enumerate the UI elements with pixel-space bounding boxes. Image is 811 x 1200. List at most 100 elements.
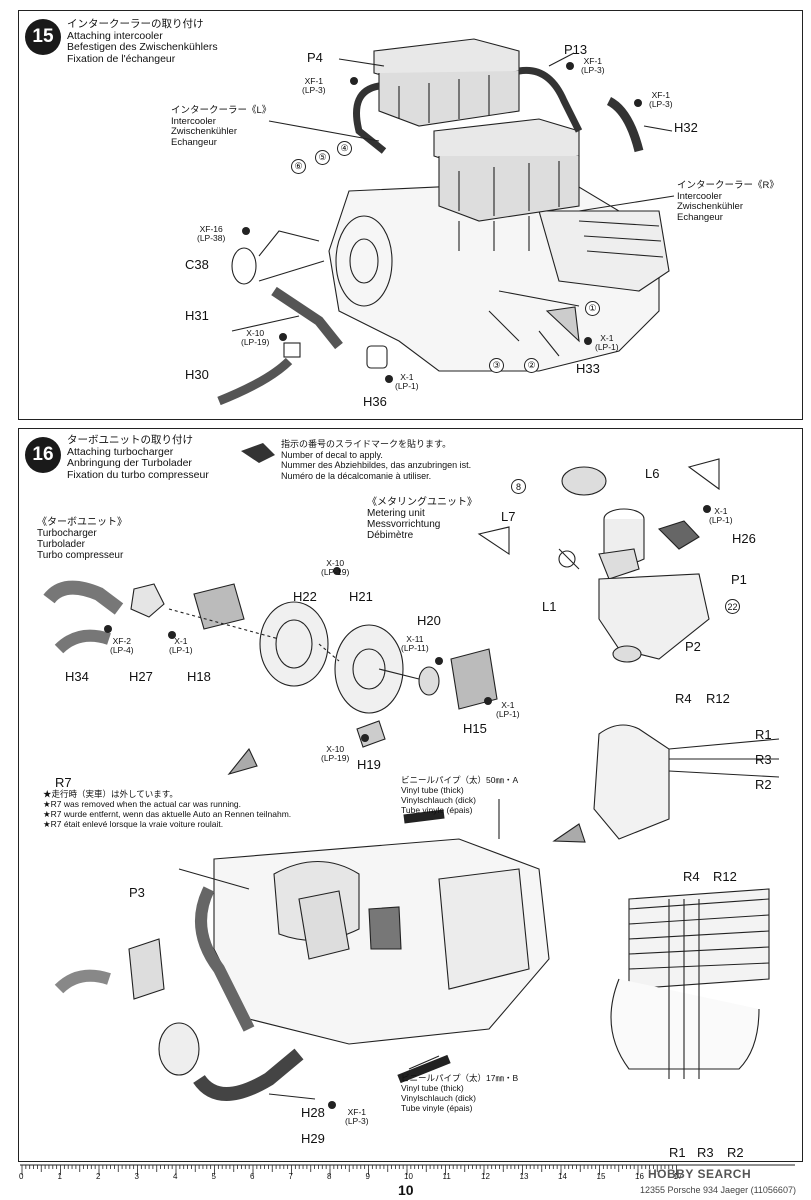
label-xf16-lp38: XF-16(LP-38) bbox=[197, 224, 226, 243]
ruler-tick-label: 5 bbox=[211, 1172, 216, 1181]
vinyl-tube-a-caption: ビニールパイプ（太）50㎜・A Vinyl tube (thick) Vinyl… bbox=[401, 775, 519, 815]
label-h21: H21 bbox=[349, 589, 373, 604]
label-h30: H30 bbox=[185, 367, 209, 382]
ruler-tick-label: 6 bbox=[250, 1172, 255, 1181]
label-l6: L6 bbox=[645, 466, 660, 481]
circled-4: ④ bbox=[337, 141, 352, 156]
label-x1-lp1-e: X-1(LP-1) bbox=[496, 700, 520, 719]
label-h28: H28 bbox=[301, 1105, 325, 1120]
intercooler-l-caption: インタークーラー《L》 Intercooler Zwischenkühler E… bbox=[171, 105, 272, 148]
step-16-title: ターボユニットの取り付け Attaching turbocharger Anbr… bbox=[67, 434, 209, 481]
ruler-tick-label: 15 bbox=[596, 1172, 606, 1181]
decal-slide-icon bbox=[241, 443, 275, 463]
circled-1: ① bbox=[585, 301, 600, 316]
step-15-title-ja: インタークーラーの取り付け bbox=[67, 18, 204, 30]
label-r12-b: R12 bbox=[713, 869, 737, 884]
label-h32: H32 bbox=[674, 120, 698, 135]
label-r4-b: R4 bbox=[683, 869, 700, 884]
decal-8-marker: 8 bbox=[511, 479, 526, 494]
label-p3: P3 bbox=[129, 885, 145, 900]
label-x10-lp19-c: X-10(LP-19) bbox=[321, 744, 350, 763]
label-r12-a: R12 bbox=[706, 691, 730, 706]
label-h29: H29 bbox=[301, 1131, 325, 1146]
decal-note: 指示の番号のスライドマークを貼ります。 Number of decal to a… bbox=[281, 439, 472, 481]
label-x1-lp1-c: X-1(LP-1) bbox=[709, 506, 733, 525]
label-x1-lp1-b: X-1(LP-1) bbox=[595, 333, 619, 352]
label-h18: H18 bbox=[187, 669, 211, 684]
label-h20: H20 bbox=[417, 613, 441, 628]
label-x1-lp1-a: X-1(LP-1) bbox=[395, 372, 419, 391]
label-h36: H36 bbox=[363, 394, 387, 409]
ruler-tick-label: 14 bbox=[558, 1172, 567, 1181]
ruler-tick-label: 9 bbox=[365, 1172, 370, 1181]
label-r7: R7 bbox=[55, 775, 72, 790]
label-r1-b: R1 bbox=[669, 1145, 686, 1160]
label-l7: L7 bbox=[501, 509, 516, 524]
label-h15: H15 bbox=[463, 721, 487, 736]
step-15-number: 15 bbox=[25, 19, 61, 55]
label-p4: P4 bbox=[307, 50, 323, 65]
ruler-tick-label: 1 bbox=[57, 1172, 62, 1181]
ruler-tick-label: 8 bbox=[327, 1172, 332, 1181]
label-xf1-lp3-b: XF-1(LP-3) bbox=[581, 56, 605, 75]
label-r2-b: R2 bbox=[727, 1145, 744, 1160]
ruler-tick-label: 2 bbox=[96, 1172, 101, 1181]
ruler-tick-label: 0 bbox=[19, 1172, 24, 1181]
label-xf1-lp3-a: XF-1(LP-3) bbox=[302, 76, 326, 95]
step-16-panel: 16 ターボユニットの取り付け Attaching turbocharger A… bbox=[18, 428, 803, 1162]
step-16-title-de: Anbringung der Turbolader bbox=[67, 457, 192, 469]
circled-6: ⑥ bbox=[291, 159, 306, 174]
label-p13: P13 bbox=[564, 42, 588, 57]
vinyl-tube-b-caption: ビニールパイプ（太）17㎜・B Vinyl tube (thick) Vinyl… bbox=[401, 1073, 519, 1113]
label-x10-lp19-b: X-10(LP-19) bbox=[321, 558, 350, 577]
ruler bbox=[20, 1164, 795, 1175]
label-r2-a: R2 bbox=[755, 777, 772, 792]
ruler-tick-label: 16 bbox=[635, 1172, 644, 1181]
intercooler-r-caption: インタークーラー《R》 Intercooler Zwischenkühler E… bbox=[677, 180, 779, 223]
label-r3-b: R3 bbox=[697, 1145, 714, 1160]
ruler-tick-label: 13 bbox=[519, 1172, 529, 1181]
label-h34: H34 bbox=[65, 669, 89, 684]
label-h19: H19 bbox=[357, 757, 381, 772]
label-h31: H31 bbox=[185, 308, 209, 323]
page-number: 10 bbox=[398, 1182, 414, 1198]
label-x1-lp1-d: X-1(LP-1) bbox=[169, 636, 193, 655]
label-h26: H26 bbox=[732, 531, 756, 546]
label-xf1-lp3-c: XF-1(LP-3) bbox=[649, 90, 673, 109]
label-l1: L1 bbox=[542, 599, 557, 614]
metering-unit-caption: 《メタリングユニット》 Metering unit Messvorrichtun… bbox=[367, 497, 477, 541]
step-16-title-en: Attaching turbocharger bbox=[67, 445, 174, 458]
ruler-tick-label: 11 bbox=[442, 1172, 451, 1181]
label-h33: H33 bbox=[576, 361, 600, 376]
step-15-title-de: Befestigen des Zwischenkühlers bbox=[67, 41, 218, 53]
footer-product-code: 12355 Porsche 934 Jaeger (11056607) bbox=[640, 1185, 796, 1195]
step-15-panel: 15 インタークーラーの取り付け Attaching intercooler B… bbox=[18, 10, 803, 420]
circled-2: ② bbox=[524, 358, 539, 373]
label-r3-a: R3 bbox=[755, 752, 772, 767]
watermark: HOBBY SEARCH bbox=[648, 1167, 752, 1181]
ruler-tick-label: 7 bbox=[288, 1172, 293, 1181]
label-xf2-lp4: XF-2(LP-4) bbox=[110, 636, 134, 655]
decal-22-marker: 22 bbox=[725, 599, 740, 614]
label-r1-a: R1 bbox=[755, 727, 772, 742]
label-h22: H22 bbox=[293, 589, 317, 604]
label-c38: C38 bbox=[185, 257, 209, 272]
turbo-unit-caption: 《ターボユニット》 Turbocharger Turbolader Turbo … bbox=[37, 517, 127, 561]
ruler-tick-label: 12 bbox=[481, 1172, 490, 1181]
label-r4-a: R4 bbox=[675, 691, 692, 706]
label-p1: P1 bbox=[731, 572, 747, 587]
circled-3: ③ bbox=[489, 358, 504, 373]
label-x11-lp11: X-11(LP-11) bbox=[401, 634, 429, 653]
circled-5: ⑤ bbox=[315, 150, 330, 165]
ruler-tick-label: 4 bbox=[173, 1172, 178, 1181]
step-16-title-ja: ターボユニットの取り付け bbox=[67, 434, 193, 446]
step-15-title-fr: Fixation de l'échangeur bbox=[67, 52, 176, 65]
label-h27: H27 bbox=[129, 669, 153, 684]
step-16-drawing bbox=[43, 443, 780, 1109]
step-15-title: インタークーラーの取り付け Attaching intercooler Befe… bbox=[67, 18, 218, 65]
r7-note: ★走行時（実車）は外しています。 ★R7 was removed when th… bbox=[43, 789, 292, 829]
ruler-tick-label: 10 bbox=[404, 1172, 413, 1181]
ruler-tick-label: 17 bbox=[673, 1172, 683, 1181]
label-p2: P2 bbox=[685, 639, 701, 654]
label-xf1-lp3-d: XF-1(LP-3) bbox=[345, 1107, 369, 1126]
